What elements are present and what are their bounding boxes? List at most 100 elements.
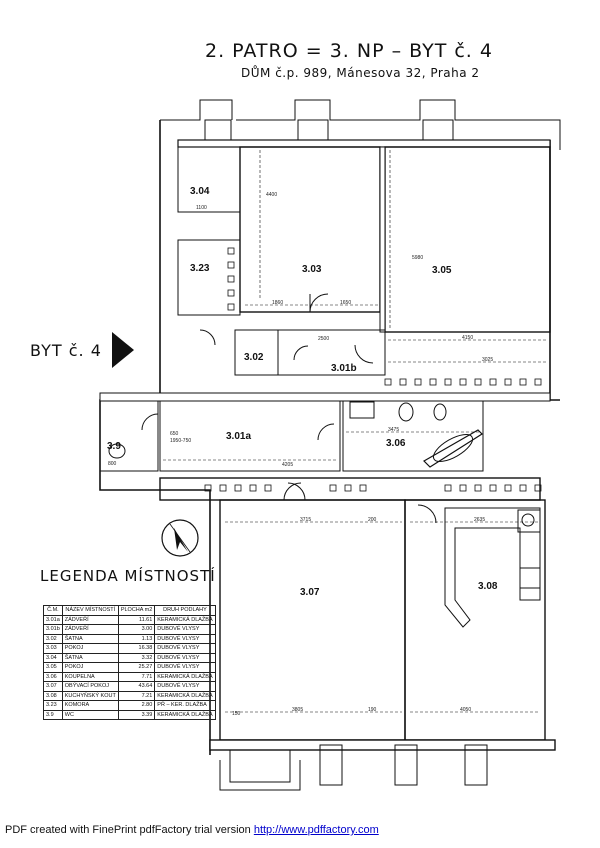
dimension-label: 1950-750 bbox=[170, 438, 192, 444]
legend-cell: KUCHYŇSKÝ KOUT bbox=[61, 690, 119, 701]
legend-cell: 3.03 bbox=[43, 643, 63, 654]
legend-cell: 2.80 bbox=[117, 700, 156, 711]
legend-cell: 3.00 bbox=[117, 624, 156, 635]
unit-label: BYT č. 4 bbox=[30, 341, 102, 360]
legend-cell: 3.02 bbox=[43, 633, 63, 644]
legend-cell: KOUPELNA bbox=[61, 671, 119, 682]
dimension-label: 5980 bbox=[412, 255, 424, 261]
legend-cell: 16.38 bbox=[117, 643, 156, 654]
legend-cell: 3.08 bbox=[43, 690, 63, 701]
legend-cell: 7.71 bbox=[117, 671, 156, 682]
legend-cell: ZÁDVEŘÍ bbox=[61, 624, 119, 635]
legend-cell: 3.01b bbox=[43, 624, 63, 635]
legend-cell: DUBOVÉ VLYSY bbox=[154, 681, 216, 692]
legend-cell: WC bbox=[61, 709, 119, 720]
room-label-3-05: 3.05 bbox=[432, 265, 452, 276]
room-label-3-01b: 3.01b bbox=[331, 363, 357, 374]
legend-cell: KERAMICKÁ DLAŽBA bbox=[154, 614, 216, 625]
legend-cell: 3.07 bbox=[43, 681, 63, 692]
room-label-3-01a: 3.01a bbox=[226, 431, 252, 442]
legend-table: Č.M. NÁZEV MÍSTNOSTÍ PLOCHA m2 DRUH PODL… bbox=[43, 605, 216, 720]
legend-header-row: Č.M. NÁZEV MÍSTNOSTÍ PLOCHA m2 DRUH PODL… bbox=[43, 605, 216, 616]
dimension-label: 4050 bbox=[460, 707, 472, 713]
legend-cell: PŘ – KER. DLAŽBA bbox=[154, 700, 216, 711]
legend-header-cell: Č.M. bbox=[43, 605, 63, 616]
dimension-label: 650 bbox=[170, 431, 179, 437]
dimension-label: 200 bbox=[368, 517, 377, 523]
legend-cell: 1.13 bbox=[117, 633, 156, 644]
legend-header-cell: PLOCHA m2 bbox=[117, 605, 156, 616]
legend-cell: ZÁDVEŘÍ bbox=[61, 614, 119, 625]
legend-cell: 3.01a bbox=[43, 614, 63, 625]
legend-title: LEGENDA MÍSTNOSTÍ bbox=[40, 567, 216, 585]
legend-cell: DUBOVÉ VLYSY bbox=[154, 652, 216, 663]
plan-subtitle: DŮM č.p. 989, Mánesova 32, Praha 2 bbox=[241, 66, 480, 80]
legend-cell: OBÝVACÍ POKOJ bbox=[61, 681, 119, 692]
dimension-label: 1650 bbox=[340, 300, 352, 306]
legend-cell: 3.05 bbox=[43, 662, 63, 673]
room-label-3-06: 3.06 bbox=[386, 438, 406, 449]
legend-cell: 25.27 bbox=[117, 662, 156, 673]
dimension-label: 4150 bbox=[462, 335, 474, 341]
entrance-arrow-icon bbox=[112, 332, 134, 368]
legend-cell: 3.39 bbox=[117, 709, 156, 720]
room-label-3-03: 3.03 bbox=[302, 264, 322, 275]
dimension-label: 3805 bbox=[292, 707, 304, 713]
legend-cell: ŠATNA bbox=[61, 633, 119, 644]
legend-cell: 3.23 bbox=[43, 700, 63, 711]
room-label-3-9: 3.9 bbox=[107, 441, 121, 452]
legend-cell: 7.21 bbox=[117, 690, 156, 701]
legend-cell: POKOJ bbox=[61, 643, 119, 654]
dimension-label: 3475 bbox=[388, 427, 400, 433]
legend-cell: KERAMICKÁ DLAŽBA bbox=[154, 709, 216, 720]
north-compass-icon bbox=[161, 519, 199, 557]
legend-cell: DUBOVÉ VLYSY bbox=[154, 662, 216, 673]
legend-cell: ŠATNA bbox=[61, 652, 119, 663]
room-label-3-02: 3.02 bbox=[244, 352, 264, 363]
legend-cell: KERAMICKÁ DLAŽBA bbox=[154, 671, 216, 682]
dimension-label: 2500 bbox=[318, 336, 330, 342]
legend-cell: DUBOVÉ VLYSY bbox=[154, 624, 216, 635]
legend-cell: POKOJ bbox=[61, 662, 119, 673]
dimension-label: 1860 bbox=[272, 300, 284, 306]
dimension-label: 3025 bbox=[482, 357, 494, 363]
room-label-3-08: 3.08 bbox=[478, 581, 498, 592]
legend-cell: 11.61 bbox=[117, 614, 156, 625]
dimension-label: 1100 bbox=[196, 205, 207, 211]
legend-cell: 3.9 bbox=[43, 709, 63, 720]
dimension-label: 4400 bbox=[266, 192, 278, 198]
dimension-label: 4205 bbox=[282, 462, 294, 468]
legend-cell: DUBOVÉ VLYSY bbox=[154, 633, 216, 644]
legend-cell: 3.06 bbox=[43, 671, 63, 682]
legend-cell: 3.32 bbox=[117, 652, 156, 663]
room-label-3-04: 3.04 bbox=[190, 186, 210, 197]
dimension-label: 190 bbox=[368, 707, 377, 713]
dimension-label: 3715 bbox=[300, 517, 312, 523]
legend-cell: 43.64 bbox=[117, 681, 156, 692]
dimension-label: 2635 bbox=[474, 517, 486, 523]
legend-cell: 3.04 bbox=[43, 652, 63, 663]
footer-text: PDF created with FinePrint pdfFactory tr… bbox=[5, 824, 251, 836]
legend-header-cell: NÁZEV MÍSTNOSTÍ bbox=[61, 605, 119, 616]
footer-link[interactable]: http://www.pdffactory.com bbox=[253, 824, 379, 836]
room-label-3-07: 3.07 bbox=[300, 587, 320, 598]
room-label-3-23: 3.23 bbox=[190, 263, 210, 274]
plan-title: 2. PATRO = 3. NP – BYT č. 4 bbox=[205, 40, 493, 62]
legend-cell: KOMORA bbox=[61, 700, 119, 711]
dimension-label: 800 bbox=[108, 461, 117, 467]
footer: PDF created with FinePrint pdfFactory tr… bbox=[5, 824, 379, 836]
legend-header-cell: DRUH PODLAHY bbox=[154, 605, 216, 616]
dimension-label: 150 bbox=[232, 711, 241, 717]
